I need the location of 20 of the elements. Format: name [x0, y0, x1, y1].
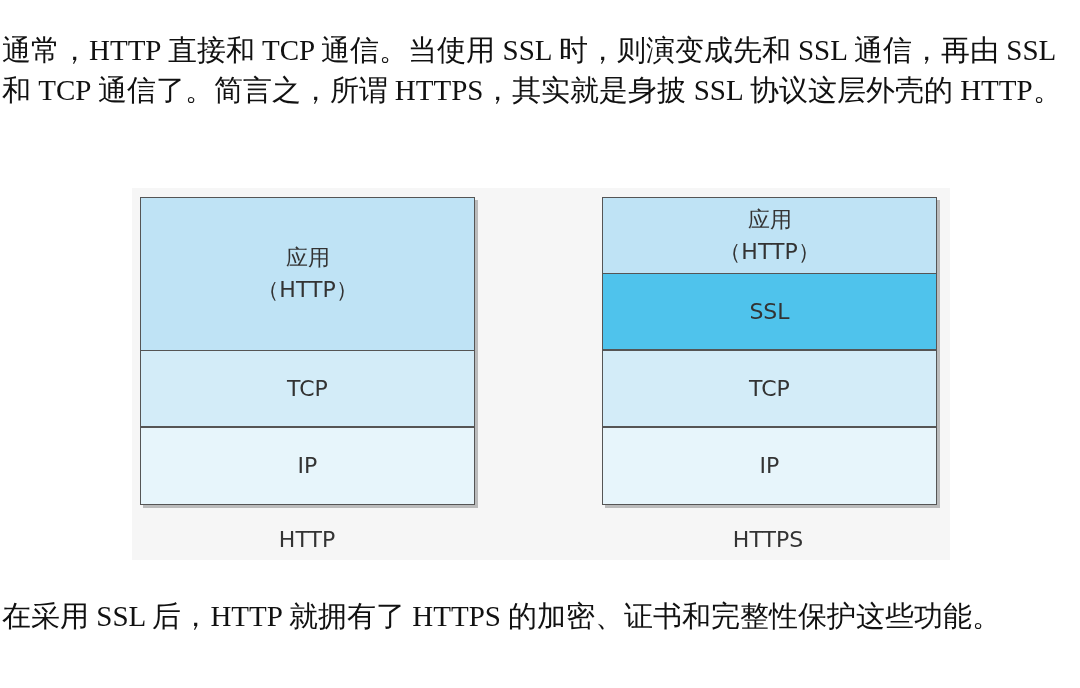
- protocol-layer: [602, 197, 937, 274]
- layer-name: 应用: [747, 205, 792, 234]
- layer-protocol: （HTTP）: [719, 237, 820, 266]
- intro-paragraph: 通常，HTTP 直接和 TCP 通信。当使用 SSL 时，则演变成先和 SSL 通信，再由 SSL 和 TCP 通信了。简言之，所谓 HTTPS，其实就是身披 SSL 协议这层外壳的 HTTP。: [2, 33, 1063, 108]
- protocol-layer: [140, 197, 475, 351]
- layer-name: TCP: [287, 374, 328, 403]
- protocol-layer: [602, 273, 937, 350]
- layer-name: SSL: [749, 297, 790, 326]
- protocol-layer: [140, 427, 475, 505]
- layer-protocol: （HTTP）: [257, 276, 358, 304]
- layer-name: IP: [297, 452, 318, 480]
- summary-paragraph: 在采用 SSL 后，HTTP 就拥有了 HTTPS 的加密、证书和完整性保护这些功能。: [2, 599, 1003, 634]
- stack-caption: HTTP: [278, 527, 336, 552]
- protocol-layer: [602, 350, 937, 427]
- layer-name: TCP: [749, 374, 790, 403]
- stack-caption: HTTPS: [732, 527, 804, 552]
- protocol-layer: [140, 350, 475, 427]
- protocol-layer: [602, 427, 937, 505]
- layer-name: IP: [759, 452, 780, 480]
- layer-name: 应用: [285, 244, 330, 272]
